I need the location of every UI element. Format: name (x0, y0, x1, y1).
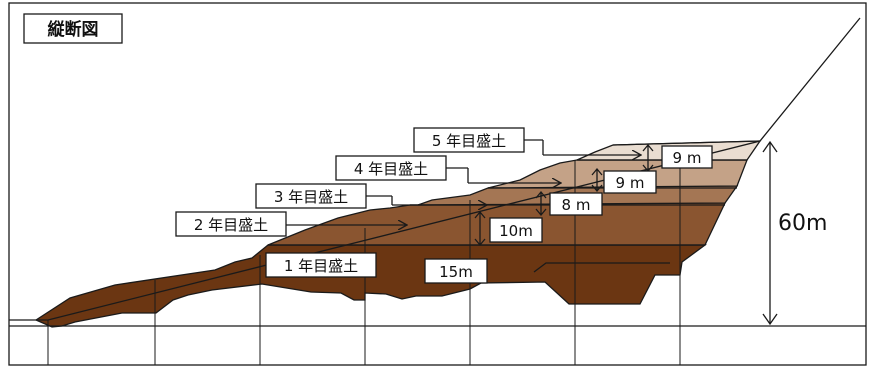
layer-4-thickness-arrowheads (591, 167, 603, 193)
layer-4-label: 4 年目盛土 (354, 160, 428, 178)
diagram-title: 縦断図 (48, 19, 99, 40)
title-box (23, 13, 123, 44)
layer-1-fill (34, 244, 707, 328)
layer-4-label-box (335, 155, 447, 181)
layer-5-thickness: 9 m (673, 149, 702, 167)
layer-1-label: 1 年目盛土 (284, 257, 358, 275)
terrain-slope-line (9, 17, 861, 321)
layer-3-thickness-arrowheads (535, 190, 547, 217)
layer-1-label-box (265, 252, 377, 278)
layer-5-thickness-box (661, 145, 713, 169)
layer-1-thickness-box (424, 258, 488, 284)
layer-4-thickness-box (603, 170, 657, 194)
layer-3-thickness: 8 m (562, 196, 591, 214)
outer-frame (8, 2, 867, 366)
layer-2-thickness-box (489, 217, 543, 243)
total-height-label: 60m (778, 211, 827, 236)
layer-2-label-box (175, 211, 287, 237)
layer-2-thickness: 10m (499, 222, 533, 240)
layer-2-thickness-arrowheads (474, 210, 486, 247)
layer-boundary-5 (612, 140, 761, 146)
layer-3-thickness-box (549, 192, 603, 216)
layer-2-label: 2 年目盛土 (194, 216, 268, 234)
total-height-arrowheads (762, 140, 778, 326)
layer-1-inner-line (533, 262, 670, 273)
layer-3-label: 3 年目盛土 (274, 188, 348, 206)
layer-4-thickness: 9 m (616, 174, 645, 192)
layer-3-label-box (255, 183, 367, 209)
layer-5-label: 5 年目盛土 (432, 132, 506, 150)
layer-1-thickness: 15m (439, 263, 473, 281)
